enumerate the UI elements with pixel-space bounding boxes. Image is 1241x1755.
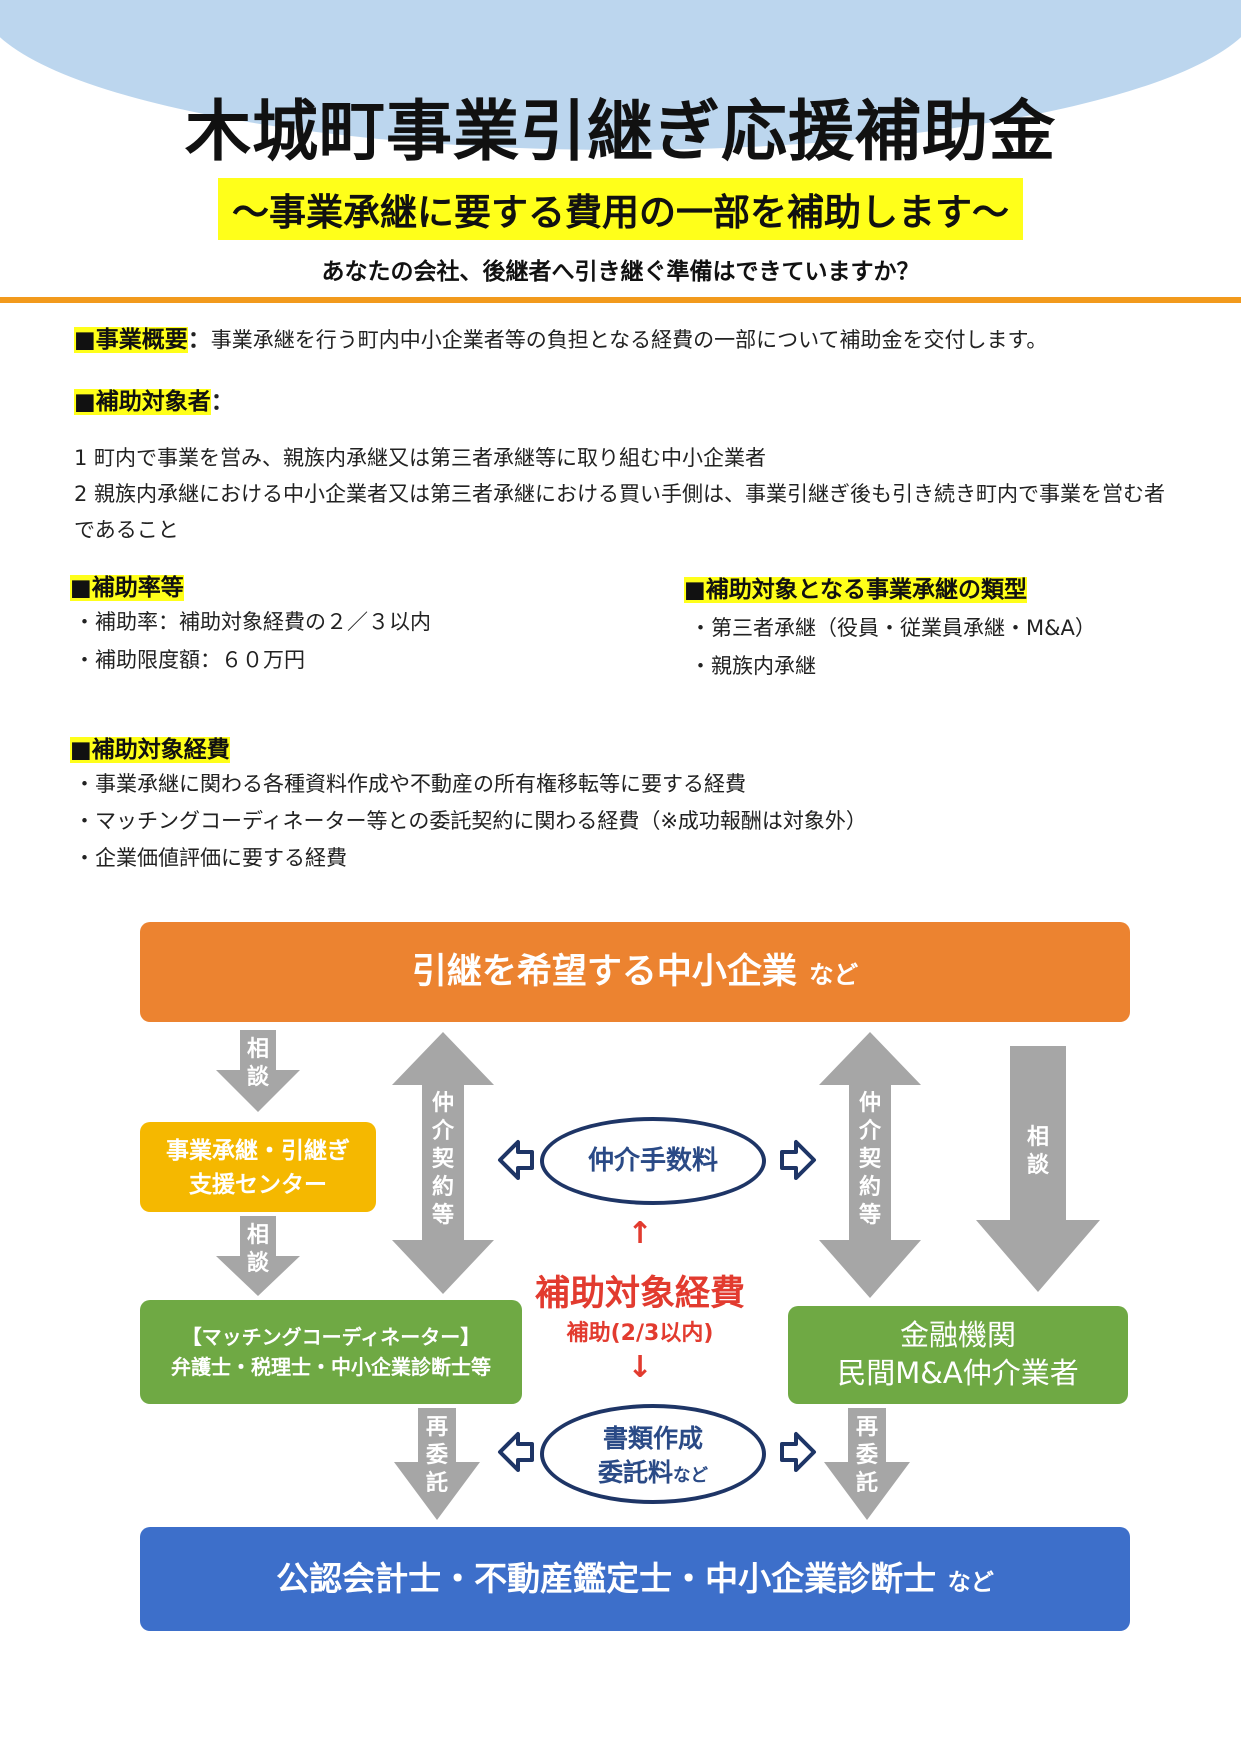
recommission-label-left: 再委託 (425, 1415, 448, 1496)
eligible-colon: ： (210, 389, 234, 415)
docs-suffix: など (673, 1466, 708, 1486)
overview-text: 事業承継を行う町内中小企業者等の負担となる経費の一部について補助金を交付します。 (210, 328, 1048, 352)
coordinator-box: 【マッチングコーディネーター】 弁護士・税理士・中小企業診断士等 (140, 1300, 522, 1404)
types-item-1: ・第三者承継（役員・従業員承継・M&A） (690, 616, 1096, 640)
consult-label-right: 相談 (1026, 1125, 1049, 1178)
professionals-suffix: など (947, 1570, 994, 1596)
fee-arrow-right (780, 1140, 816, 1180)
page-title: 木城町事業引継ぎ応援補助金 (185, 93, 1056, 170)
contract-label-right: 仲介契約等 (858, 1091, 881, 1228)
eligible-item-3: であること (74, 518, 179, 542)
expenses-item-3: ・企業価値評価に要する経費 (74, 846, 347, 870)
sme-label: 引継を希望する中小企業 (411, 952, 797, 992)
expenses-heading: ■補助対象経費 (70, 737, 230, 763)
contract-arrow-left (392, 1032, 494, 1294)
docs-arrow-left (498, 1432, 534, 1472)
overview-colon: ： (187, 327, 211, 353)
subtitle: ～事業承継に要する費用の一部を補助します～ (218, 178, 1023, 240)
subsidy-title: 補助対象経費 (534, 1274, 745, 1314)
professionals-box: 公認会計士・不動産鑑定士・中小企業診断士 など (140, 1527, 1130, 1631)
consult-arrow-upper (216, 1030, 300, 1112)
subtitle-row: ～事業承継に要する費用の一部を補助します～ (0, 178, 1241, 240)
sme-suffix: など (809, 960, 859, 989)
consult-label-lower: 相談 (246, 1223, 269, 1276)
consult-arrow-lower (216, 1216, 300, 1296)
recommission-arrow-right (824, 1408, 910, 1520)
contract-label-left: 仲介契約等 (431, 1091, 454, 1228)
lead-question: あなたの会社、後継者へ引き継ぐ準備はできていますか？ (321, 259, 920, 285)
divider (0, 297, 1241, 303)
expenses-item-2: ・マッチングコーディネーター等との委託契約に関わる経費（※成功報酬は対象外） (74, 809, 867, 833)
consult-arrow-right (976, 1046, 1100, 1292)
types-heading: ■補助対象となる事業承継の類型 (684, 577, 1028, 603)
expenses-section: ■補助対象経費 (70, 730, 230, 764)
recommission-arrow-left (394, 1408, 480, 1520)
fee-ellipse: 仲介手数料 (540, 1117, 766, 1205)
overview-section: ■事業概要：事業承継を行う町内中小企業者等の負担となる経費の一部について補助金を… (74, 320, 1047, 354)
support-center-line-1: 事業承継・引継ぎ (166, 1138, 350, 1164)
up-arrow: ↑ (627, 1216, 653, 1251)
docs-line-2: 委託料 (597, 1458, 673, 1487)
support-center-box: 事業承継・引継ぎ 支援センター (140, 1122, 376, 1212)
rate-heading: ■補助率等 (70, 575, 184, 601)
finance-line-2: 民間M&A仲介業者 (837, 1356, 1079, 1390)
rate-item-2: ・補助限度額：６０万円 (74, 648, 305, 672)
docs-ellipse: 書類作成 委託料など (540, 1404, 766, 1504)
eligible-item-1: 1 町内で事業を営み、親族内承継又は第三者承継等に取り組む中小企業者 (74, 446, 767, 470)
recommission-label-right: 再委託 (855, 1415, 878, 1496)
eligible-item-2: 2 親族内承継における中小企業者又は第三者承継における買い手側は、事業引継ぎ後も… (74, 482, 1166, 506)
coordinator-line-2: 弁護士・税理士・中小企業診断士等 (171, 1355, 491, 1379)
coordinator-line-1: 【マッチングコーディネーター】 (181, 1325, 481, 1349)
docs-arrow-right (780, 1432, 816, 1472)
eligible-section: ■補助対象者： (74, 382, 234, 416)
professionals-label: 公認会計士・不動産鑑定士・中小企業診断士 (276, 1559, 937, 1598)
docs-line-1: 書類作成 (602, 1424, 703, 1453)
rate-section: ■補助率等 (70, 568, 184, 602)
expenses-item-1: ・事業承継に関わる各種資料作成や不動産の所有権移転等に要する経費 (74, 772, 746, 796)
fee-label: 仲介手数料 (587, 1146, 718, 1176)
rate-item-1: ・補助率：補助対象経費の２／３以内 (74, 610, 431, 634)
types-item-2: ・親族内承継 (690, 654, 816, 678)
finance-box: 金融機関 民間M&A仲介業者 (788, 1306, 1128, 1404)
support-center-line-2: 支援センター (189, 1172, 327, 1198)
subsidy-rate: 補助(2/3以内) (566, 1321, 714, 1346)
sme-box: 引継を希望する中小企業 など (140, 922, 1130, 1022)
consult-label-upper: 相談 (246, 1037, 269, 1090)
eligible-heading: ■補助対象者 (74, 389, 211, 415)
types-section: ■補助対象となる事業承継の類型 (684, 570, 1028, 604)
down-arrow: ↓ (627, 1350, 653, 1385)
fee-arrow-left (498, 1140, 534, 1180)
contract-arrow-right (819, 1032, 921, 1298)
finance-line-1: 金融機関 (899, 1318, 1016, 1352)
overview-heading: ■事業概要 (74, 327, 188, 353)
